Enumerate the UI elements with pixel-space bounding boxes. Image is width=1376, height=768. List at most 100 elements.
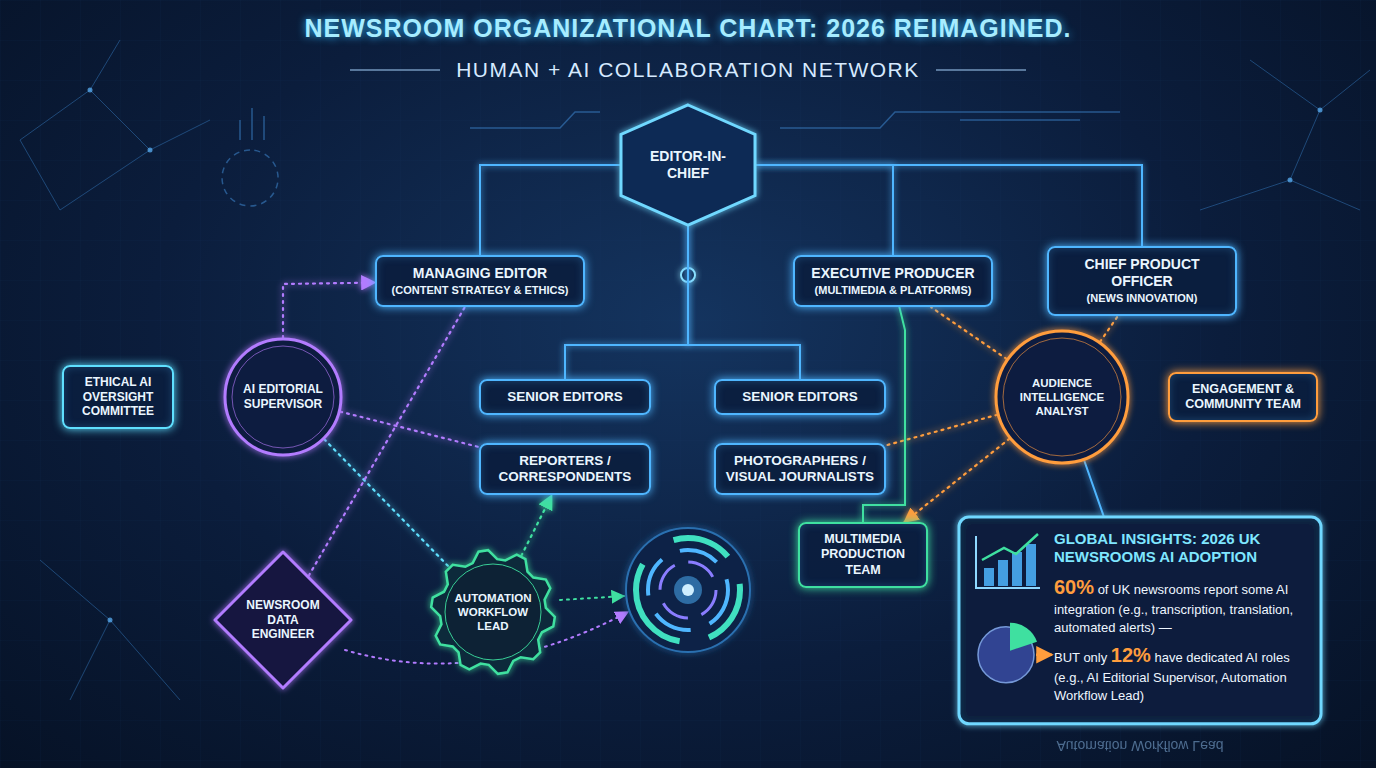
committee-box: ETHICAL AI OVERSIGHT COMMITTEE xyxy=(62,365,174,429)
panel-outline xyxy=(959,517,1321,724)
network-mesh xyxy=(40,560,180,700)
chart-title: NEWSROOM ORGANIZATIONAL CHART: 2026 REIM… xyxy=(0,14,1376,43)
workflow-gear: AUTOMATION WORKFLOW LEAD xyxy=(429,548,557,676)
node-content: SENIOR EDITORS xyxy=(724,389,876,405)
node-content: AUDIENCE INTELLIGENCE ANALYST xyxy=(1011,376,1114,418)
circle-inner-ring xyxy=(232,346,334,448)
stat-figure: 12% xyxy=(1111,644,1151,666)
network-dot xyxy=(148,148,153,153)
node-sublabel: (CONTENT STRATEGY & ETHICS) xyxy=(385,284,575,297)
node-content: REPORTERS / CORRESPONDENTS xyxy=(489,453,641,486)
connector xyxy=(342,396,479,398)
node-label: NEWSROOM DATA ENGINEER xyxy=(244,598,322,642)
network-mesh xyxy=(20,40,210,210)
circle-outline xyxy=(225,339,341,455)
network-dot xyxy=(1288,178,1293,183)
node-label: AUDIENCE INTELLIGENCE ANALYST xyxy=(1011,376,1114,418)
node-label: MANAGING EDITOR xyxy=(385,265,575,282)
node-sublabel: (MULTIMEDIA & PLATFORMS) xyxy=(803,284,983,297)
node-content: EDITOR-IN-CHIEF xyxy=(635,148,741,182)
circle-outline xyxy=(996,331,1128,463)
panel-reflection: Automation Workflow Lead xyxy=(960,738,1320,754)
connector xyxy=(480,165,620,255)
connector xyxy=(756,165,893,255)
node-content: MULTIMEDIA PRODUCTION TEAM xyxy=(808,532,918,578)
analyst-circle: AUDIENCE INTELLIGENCE ANALYST xyxy=(994,329,1130,465)
node-label: CHIEF PRODUCT OFFICER xyxy=(1057,256,1227,290)
connector xyxy=(324,439,449,567)
hub-arc xyxy=(660,562,716,618)
circuit-trace xyxy=(780,112,1120,128)
role-box: PHOTOGRAPHERS / VISUAL JOURNALISTS xyxy=(714,443,886,496)
connector xyxy=(756,165,1142,246)
network-dot xyxy=(108,618,113,623)
chart-bar xyxy=(1026,544,1036,586)
node-content: EXECUTIVE PRODUCER (MULTIMEDIA & PLATFORM… xyxy=(803,265,983,297)
node-label: AI EDITORIAL SUPERVISOR xyxy=(238,382,329,411)
hexagon-outline xyxy=(621,105,755,225)
network-mesh xyxy=(1200,60,1370,210)
subtitle-rule xyxy=(350,69,440,71)
stat-text: BUT only xyxy=(1054,650,1111,665)
role-box: REPORTERS / CORRESPONDENTS xyxy=(479,443,651,496)
insight-panel: GLOBAL INSIGHTS: 2026 UK NEWSROOMS AI AD… xyxy=(958,516,1322,725)
node-label: EXECUTIVE PRODUCER xyxy=(803,265,983,282)
pie-pointer xyxy=(1036,653,1052,656)
hub-link xyxy=(560,596,624,600)
role-box: EXECUTIVE PRODUCER (MULTIMEDIA & PLATFORM… xyxy=(793,255,993,307)
panel-icons xyxy=(976,534,1052,683)
node-content: AUTOMATION WORKFLOW LEAD xyxy=(451,591,535,633)
node-sublabel: 60% of UK newsrooms report some AI integ… xyxy=(1054,574,1306,636)
node-content: GLOBAL INSIGHTS: 2026 UK NEWSROOMS AI AD… xyxy=(1054,530,1306,705)
connector xyxy=(688,226,800,379)
node-label: REPORTERS / CORRESPONDENTS xyxy=(489,453,641,486)
connector xyxy=(282,456,284,550)
diamond-outline xyxy=(215,552,351,688)
node-label: EDITOR-IN-CHIEF xyxy=(635,148,741,182)
outline-shape xyxy=(431,550,555,674)
chart-axes xyxy=(976,536,1040,588)
node-content: MANAGING EDITOR (CONTENT STRATEGY & ETHIC… xyxy=(385,265,575,297)
connector xyxy=(886,415,997,446)
gear-hub xyxy=(445,564,541,660)
hub-ring xyxy=(626,528,750,652)
node-content: SENIOR EDITORS xyxy=(489,389,641,405)
circuit-ring xyxy=(222,150,278,206)
gear-outline xyxy=(431,550,555,674)
outline-shape xyxy=(996,331,1128,463)
outline-shape xyxy=(225,339,341,455)
hub-arc xyxy=(636,538,740,642)
ai-role-circle: AI EDITORIAL SUPERVISOR xyxy=(223,337,343,457)
network-dot xyxy=(88,88,93,93)
central-trunk xyxy=(687,345,689,528)
engineer-diamond: NEWSROOM DATA ENGINEER xyxy=(213,550,353,690)
ai-hub xyxy=(626,528,750,652)
outline-shape xyxy=(621,105,755,225)
trend-line xyxy=(982,534,1038,560)
connector xyxy=(340,412,479,447)
connector xyxy=(309,307,465,575)
node-label: AUTOMATION WORKFLOW LEAD xyxy=(451,591,535,633)
node-content: NEWSROOM DATA ENGINEER xyxy=(244,598,322,642)
node-label: SENIOR EDITORS xyxy=(724,389,876,405)
connector xyxy=(521,495,551,555)
hub-center xyxy=(682,584,694,596)
outline-shape xyxy=(959,517,1321,724)
connector xyxy=(283,283,375,338)
node-sublabel: BUT only 12% have dedicated AI roles (e.… xyxy=(1054,642,1306,704)
node-sublabel: (NEWS INNOVATION) xyxy=(1057,292,1227,305)
connector xyxy=(1084,460,1103,515)
network-dot xyxy=(1318,108,1323,113)
subtitle-rule xyxy=(936,69,1026,71)
team-box: MULTIMEDIA PRODUCTION TEAM xyxy=(798,522,928,588)
node-label: GLOBAL INSIGHTS: 2026 UK NEWSROOMS AI AD… xyxy=(1054,530,1306,567)
chief-hexagon: EDITOR-IN-CHIEF xyxy=(620,104,756,226)
node-label: ENGAGEMENT & COMMUNITY TEAM xyxy=(1178,382,1308,413)
chart-bar xyxy=(1012,552,1022,586)
connector xyxy=(886,396,995,398)
node-label: ETHICAL AI OVERSIGHT COMMITTEE xyxy=(72,375,164,419)
chart-subtitle: HUMAN + AI COLLABORATION NETWORK xyxy=(0,58,1376,82)
